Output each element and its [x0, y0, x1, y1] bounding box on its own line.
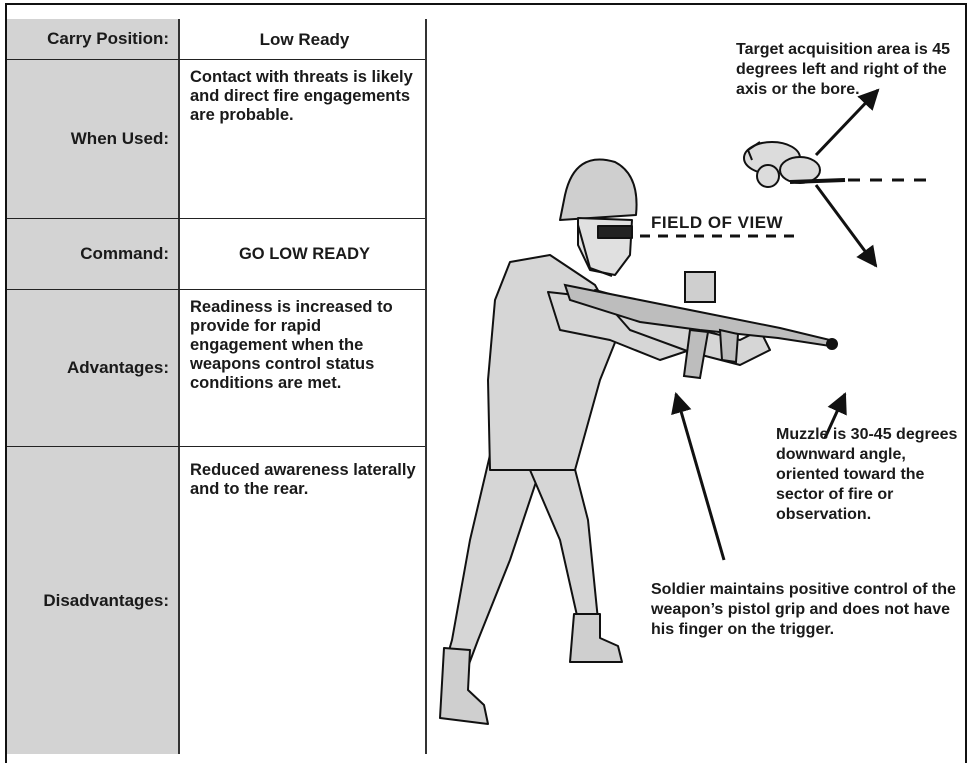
- muzzle-arrow: [823, 392, 847, 439]
- target-acquisition-note: Target acquisition area is 45 degrees le…: [736, 41, 951, 98]
- row-value: Contact with threats is likely and direc…: [182, 60, 427, 218]
- row-label: Disadvantages:: [7, 447, 180, 754]
- pistol-grip-arrow: [671, 391, 726, 561]
- row-label: When Used:: [7, 60, 180, 218]
- carry-position-table: Carry Position: Low Ready When Used: Con…: [7, 19, 427, 754]
- row-value: Reduced awareness laterally and to the r…: [182, 447, 427, 754]
- left-45-arrow: [814, 88, 880, 157]
- row-label: Command:: [7, 219, 180, 289]
- row-label: Advantages:: [7, 290, 180, 446]
- row-value: Low Ready: [182, 19, 427, 59]
- row-label: Carry Position:: [7, 19, 180, 59]
- prone-threat-figure: [743, 141, 846, 188]
- table-row: Carry Position: Low Ready: [7, 19, 427, 60]
- figure-frame: [5, 3, 967, 763]
- pistol-grip-note: Soldier maintains positive control of th…: [651, 581, 956, 638]
- field-of-view-label: FIELD OF VIEW: [651, 213, 784, 232]
- table-row: Advantages: Readiness is increased to pr…: [7, 290, 427, 447]
- row-value: Readiness is increased to provide for ra…: [182, 290, 427, 446]
- table-row: When Used: Contact with threats is likel…: [7, 60, 427, 219]
- table-row: Disadvantages: Reduced awareness lateral…: [7, 447, 427, 754]
- table-row: Command: GO LOW READY: [7, 219, 427, 290]
- row-value: GO LOW READY: [182, 219, 427, 289]
- rifle: [563, 271, 838, 380]
- soldier-figure: [439, 158, 771, 725]
- muzzle-note: Muzzle is 30-45 degrees downward angle, …: [776, 426, 958, 523]
- right-45-arrow: [814, 184, 878, 268]
- column-divider: [425, 19, 427, 754]
